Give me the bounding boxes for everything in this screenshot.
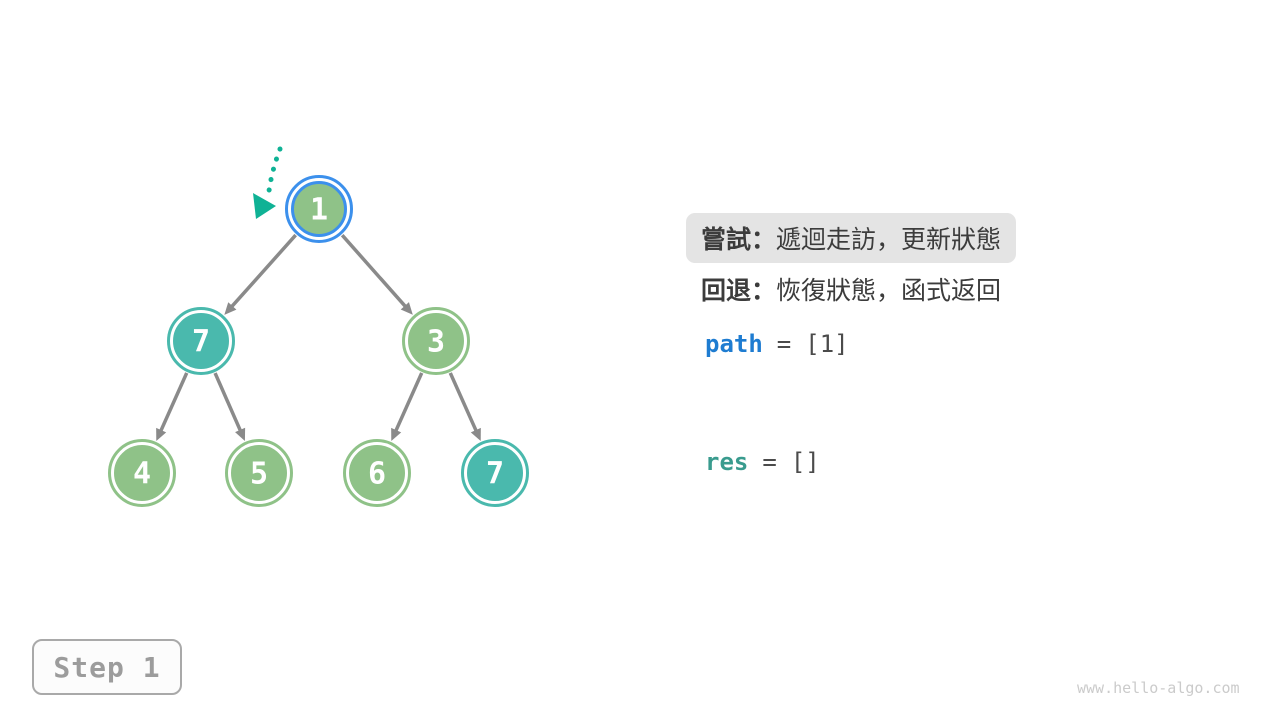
path-value: [1] — [805, 330, 849, 358]
res-equals: = — [762, 448, 777, 476]
res-code-line: res = [] — [705, 448, 820, 476]
node-value: 3 — [427, 325, 445, 360]
watermark: www.hello-algo.com — [1077, 679, 1240, 697]
node-value: 7 — [192, 325, 210, 360]
node-value: 1 — [310, 193, 328, 228]
try-text: 遞迴走訪，更新狀態 — [776, 226, 1002, 254]
try-note: 嘗試：遞迴走訪，更新狀態 — [686, 213, 1017, 263]
step-label: Step 1 — [53, 650, 161, 684]
step-badge: Step 1 — [32, 639, 182, 695]
tree-edge — [213, 372, 246, 441]
node-value: 7 — [486, 457, 504, 492]
tree-node-7: 7 — [167, 307, 235, 375]
try-label: 嘗試： — [701, 226, 777, 254]
tree-edge — [340, 234, 413, 315]
tree-edge — [156, 372, 189, 442]
tree-edge — [224, 233, 297, 315]
path-equals: = — [776, 330, 792, 358]
tree-node-4: 4 — [108, 439, 176, 507]
backtrack-label: 回退： — [701, 277, 777, 305]
path-var: path — [705, 330, 763, 358]
binary-tree-diagram: 1 7 3 4 5 6 7 — [108, 146, 529, 507]
tree-edge — [448, 372, 481, 442]
tree-node-3: 3 — [402, 307, 470, 375]
tree-node-7: 7 — [461, 439, 529, 507]
res-var: res — [705, 448, 749, 476]
node-value: 4 — [133, 457, 151, 492]
current-pointer-arrow — [253, 146, 283, 219]
res-value: [] — [790, 448, 820, 476]
tree-node-1: 1 — [285, 175, 353, 243]
backtrack-text: 恢復狀態，函式返回 — [776, 277, 1002, 305]
node-value: 6 — [368, 457, 386, 492]
tree-node-5: 5 — [225, 439, 293, 507]
tree-edge — [391, 372, 424, 442]
tree-node-6: 6 — [343, 439, 411, 507]
path-code-line: path = [1] — [705, 330, 849, 358]
backtrack-note: 回退：恢復狀態，函式返回 — [701, 277, 1001, 306]
pointer-arrowhead-icon — [253, 193, 276, 219]
node-value: 5 — [250, 457, 268, 492]
